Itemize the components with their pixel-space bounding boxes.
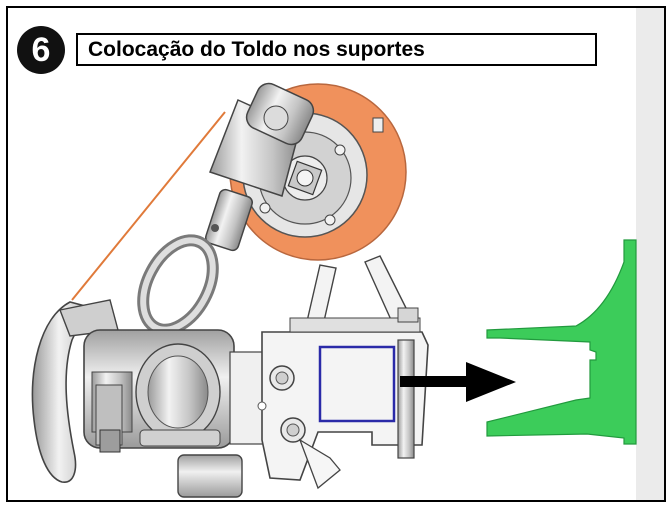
- highlight-box: [318, 345, 396, 423]
- step-title-box: Colocação do Toldo nos suportes: [76, 33, 597, 66]
- swivel-eye: [137, 234, 219, 336]
- crank-head: [204, 82, 315, 252]
- wall-bracket: [486, 239, 637, 445]
- mounting-clamp: [257, 307, 429, 490]
- step-title: Colocação do Toldo nos suportes: [88, 38, 425, 61]
- side-panel: [636, 8, 664, 500]
- awning-fabric-edge: [71, 111, 226, 301]
- direction-arrow: [400, 362, 516, 402]
- step-number-badge: 6: [17, 26, 65, 74]
- gear-motor: [83, 329, 271, 498]
